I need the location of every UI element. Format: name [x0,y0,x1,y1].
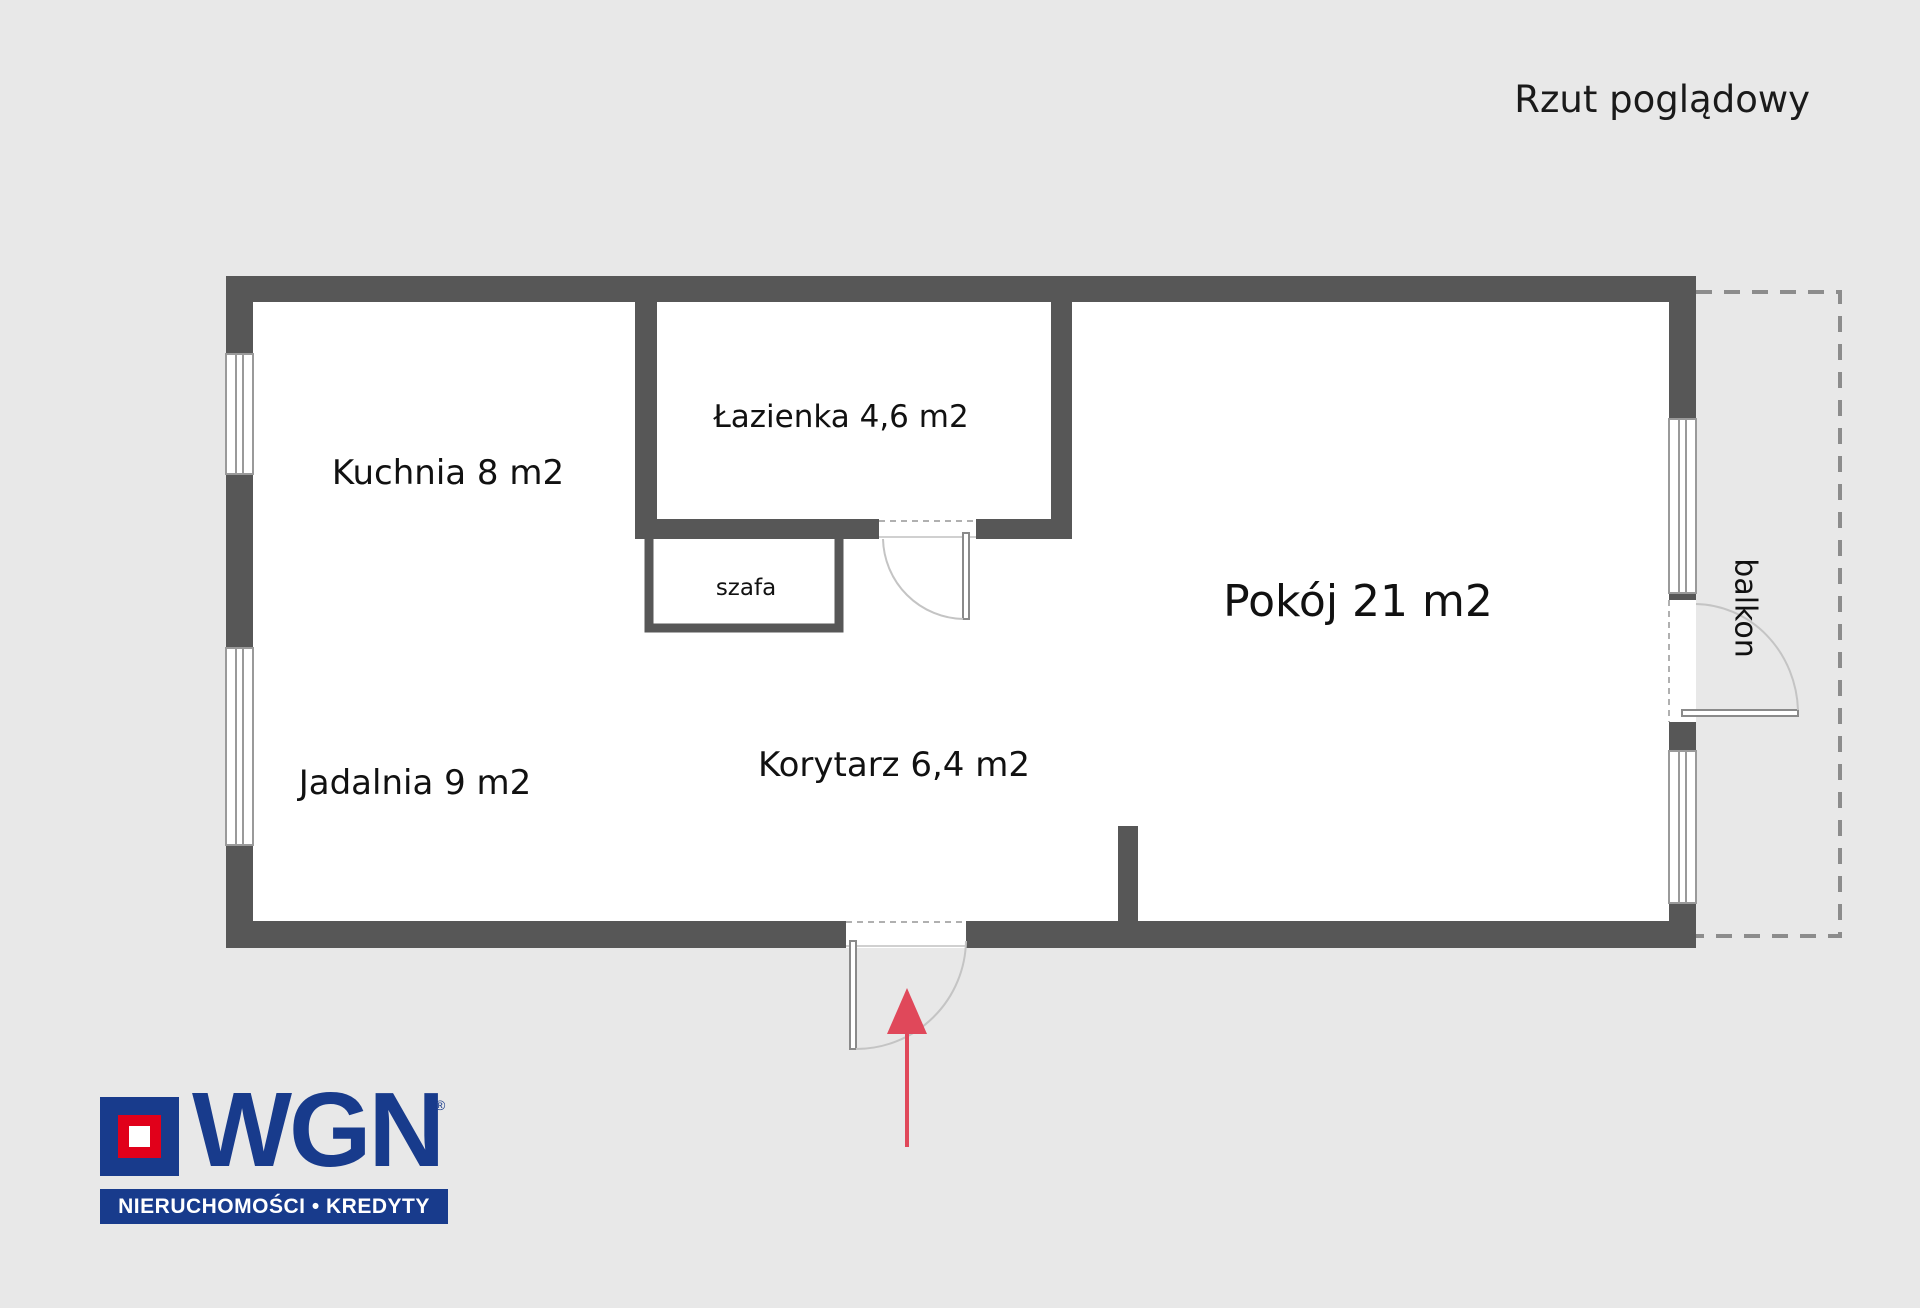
partition-wall [1118,826,1138,924]
bathroom-door [879,519,976,620]
bathroom-right-wall [1051,300,1072,539]
logo-square-icon [100,1097,179,1176]
label-korytarz: Korytarz 6,4 m2 [758,745,1030,785]
logo-wordmark: WGN [192,1071,445,1189]
bathroom-bottom-wall-left [635,519,879,539]
logo-registered-mark: ® [435,1097,446,1113]
floor-area [253,302,1669,921]
label-szafa: szafa [716,575,776,601]
bathroom-bottom-wall-right [976,519,1072,539]
balcony-door [1668,600,1799,722]
label-pokoj: Pokój 21 m2 [1223,576,1493,627]
window-left-top [225,353,254,475]
plan-caption: Rzut poglądowy [1514,78,1810,121]
entrance-door [846,921,967,1050]
label-kuchnia: Kuchnia 8 m2 [332,453,564,493]
wardrobe-outline [644,539,844,633]
window-left-bottom [225,647,254,846]
label-jadalnia: Jadalnia 9 m2 [297,763,532,803]
bathroom-left-wall [635,300,657,539]
entrance-arrow-icon [887,988,927,1147]
balcony-outline [1696,290,1842,938]
label-lazienka: Łazienka 4,6 m2 [712,399,968,435]
wgn-logo: WGN ® NIERUCHOMOŚCI • KREDYTY [100,1077,448,1224]
window-right-bottom [1668,750,1697,904]
logo-tagline: NIERUCHOMOŚCI • KREDYTY [100,1189,448,1224]
label-balkon: balkon [1728,558,1763,657]
window-right-top [1668,418,1697,594]
